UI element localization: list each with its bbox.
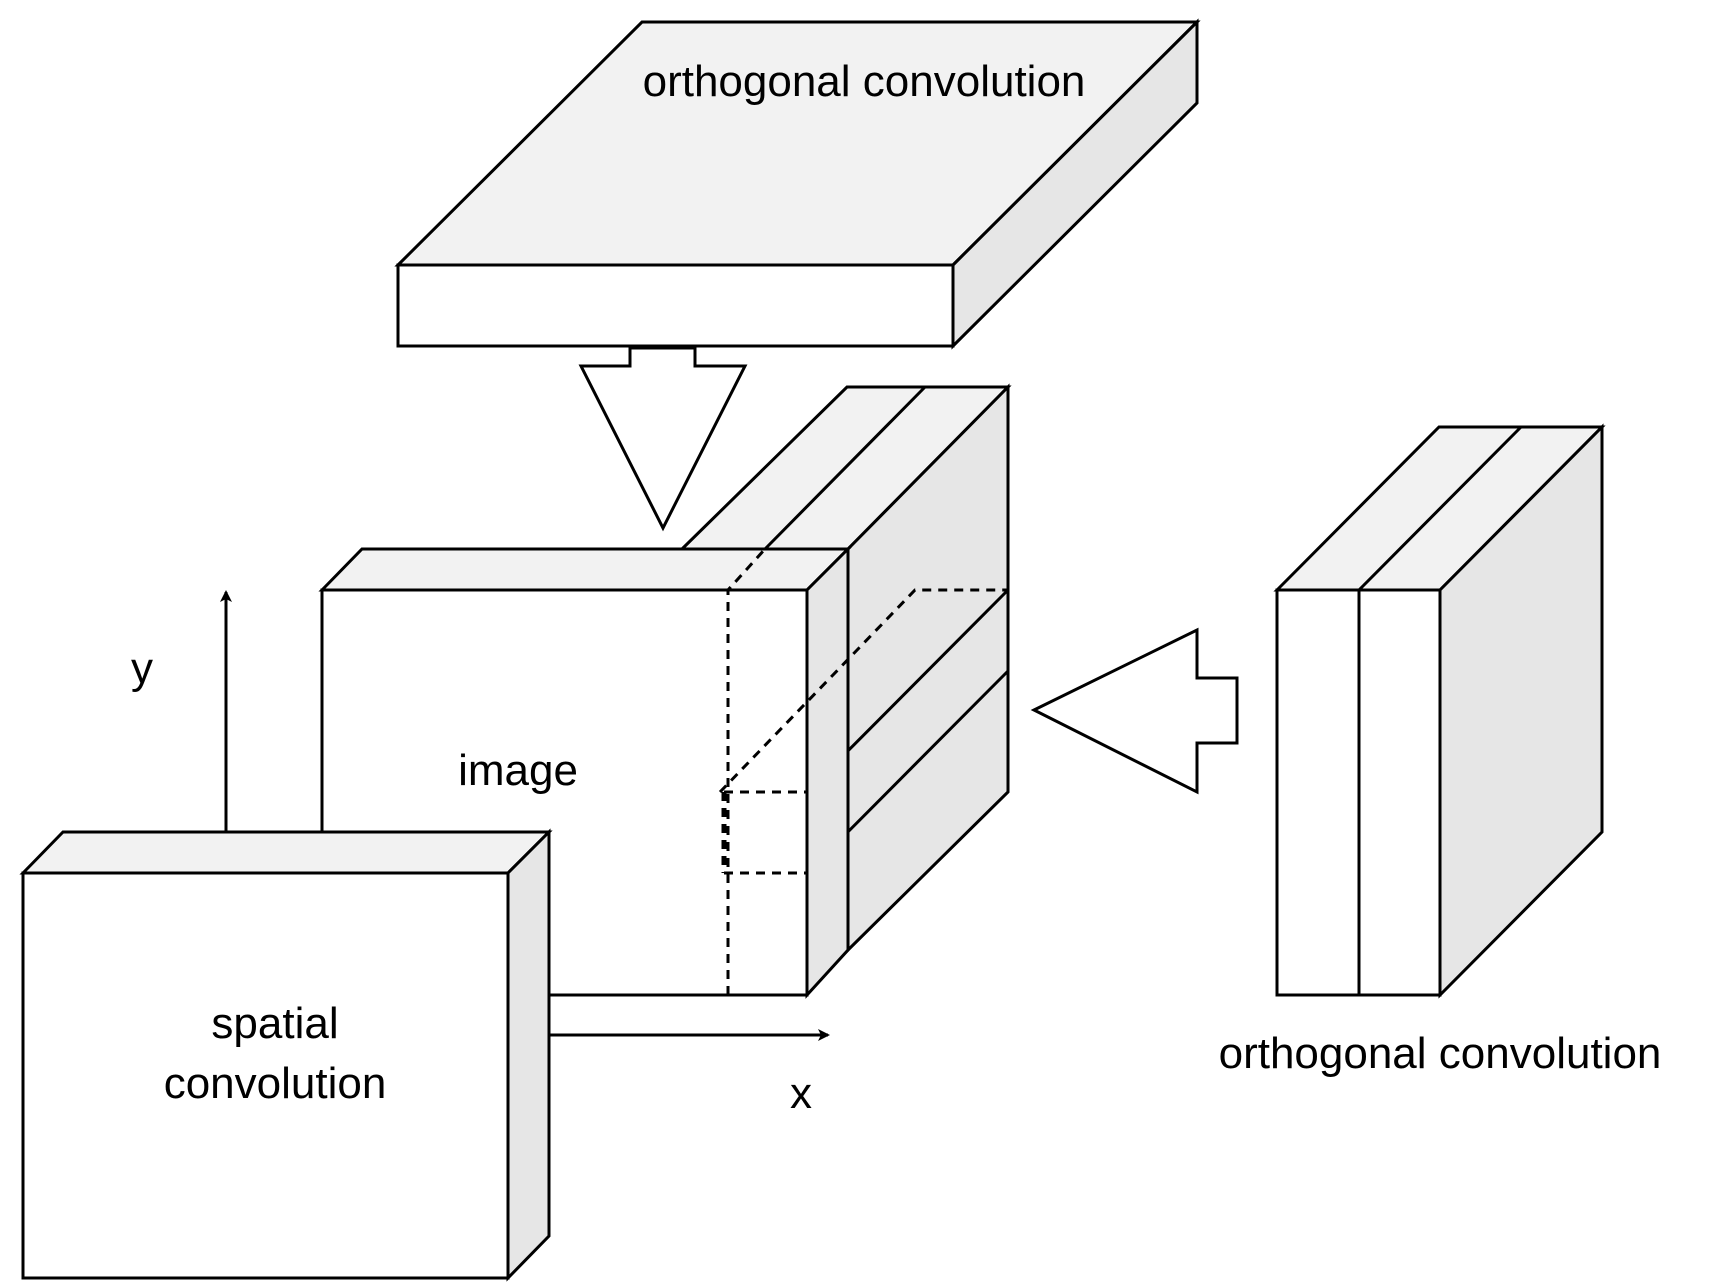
x-axis-label: x (790, 1069, 812, 1118)
top-kernel-label: orthogonal convolution (643, 57, 1086, 106)
top-orthogonal-kernel: orthogonal convolution (394, 18, 1201, 350)
dashed-diagonal-guide (718, 588, 1008, 794)
spatial-kernel-front-face (21, 871, 510, 1280)
image-top-face (318, 547, 852, 592)
dashed-kernel-outline (718, 547, 1008, 995)
spatial-kernel-label-line1: spatial (211, 999, 338, 1048)
spatial-kernel-label-line2: convolution (164, 1059, 387, 1108)
image-side-face (805, 545, 850, 999)
top-kernel-front-face (396, 263, 955, 348)
spatial-kernel-side-face (506, 828, 551, 1282)
side-kernel-divider-top (1357, 425, 1523, 592)
side-orthogonal-kernel: orthogonal convolution (1219, 423, 1662, 1078)
left-arrow (1030, 627, 1239, 795)
image-back-slabs (678, 383, 1012, 954)
image-slab-divider-top (763, 385, 927, 551)
spatial-kernel: spatial convolution (19, 828, 553, 1282)
dashed-vertical-guide (726, 547, 767, 995)
side-kernel-label: orthogonal convolution (1219, 1029, 1662, 1078)
image-label: image (458, 746, 578, 795)
y-axis-label: y (131, 644, 153, 693)
down-arrow (578, 346, 748, 532)
spatial-kernel-top-face (19, 830, 553, 875)
